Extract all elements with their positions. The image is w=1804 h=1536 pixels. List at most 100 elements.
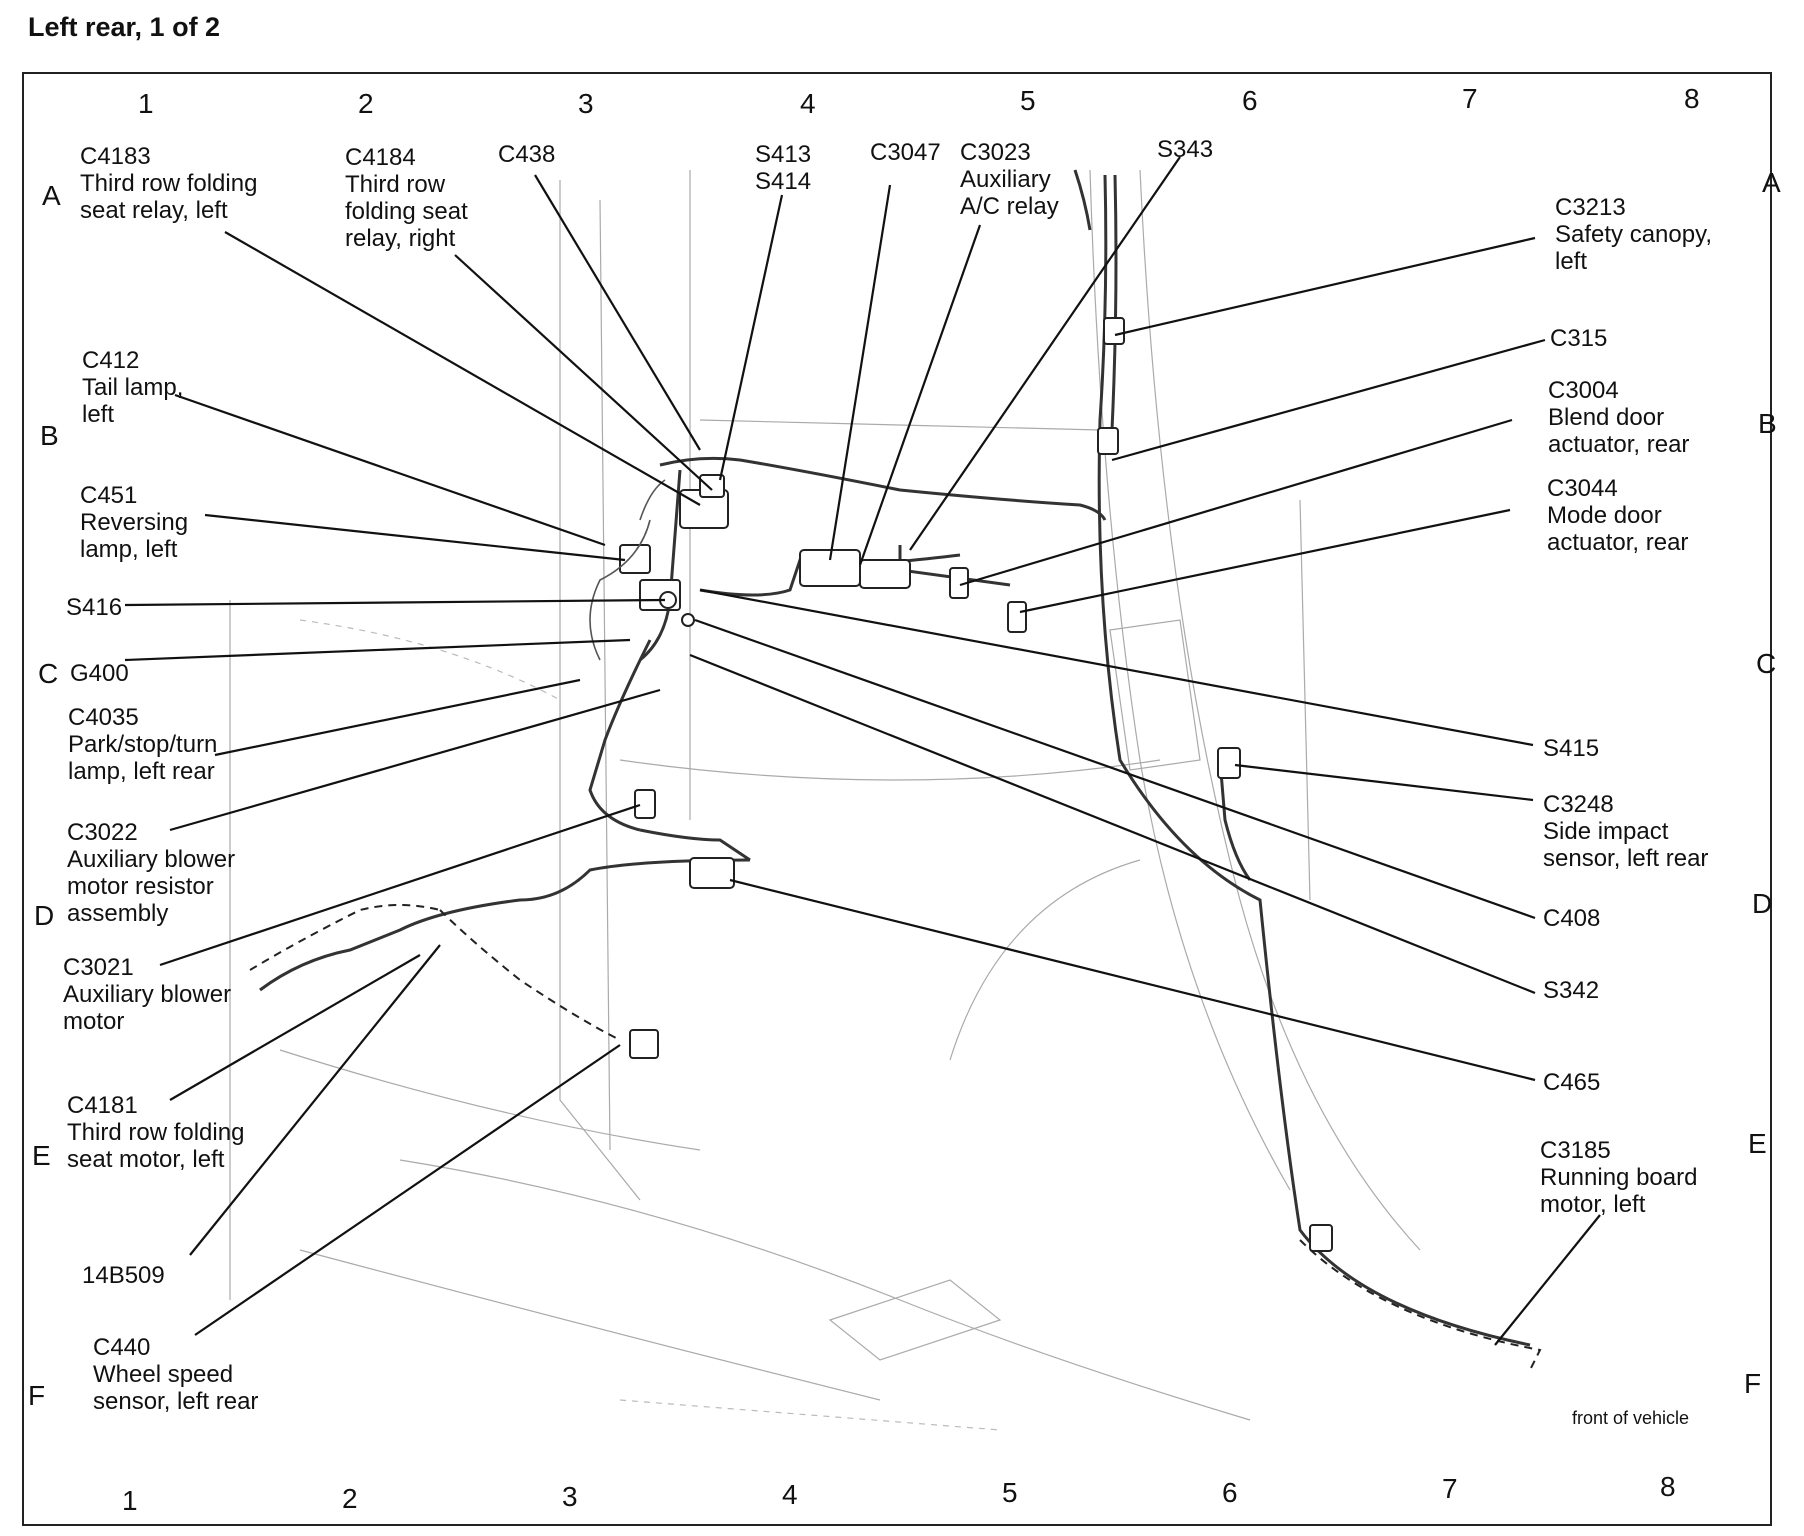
grid-col-top: 4	[800, 88, 816, 119]
label-c3248: C3248 Side impact sensor, left rear	[1543, 791, 1708, 872]
label-code: S416	[66, 594, 122, 621]
grid-row-left: B	[40, 420, 59, 451]
label-c408: C408	[1543, 905, 1600, 932]
label-code: C3022	[67, 819, 138, 846]
grid-row-left: C	[38, 658, 58, 689]
label-code: C412	[82, 347, 139, 374]
grid-col-bottom: 5	[1002, 1477, 1018, 1508]
label-code: C451	[80, 482, 137, 509]
label-c3185: C3185 Running board motor, left	[1540, 1137, 1704, 1218]
label-code: 14B509	[82, 1262, 165, 1289]
grid-col-bottom: 6	[1222, 1477, 1238, 1508]
component-labels: C4183 Third row folding seat relay, left…	[63, 136, 1712, 1415]
grid-row-left: D	[34, 900, 54, 931]
label-line: Tail lamp,	[82, 374, 183, 401]
grid-row-left: A	[42, 180, 61, 211]
label-line: Third row folding	[80, 170, 257, 197]
grid-row-right: F	[1744, 1368, 1761, 1399]
label-code: C3185	[1540, 1137, 1611, 1164]
label-line: S414	[755, 168, 811, 195]
label-line: Running board	[1540, 1164, 1697, 1191]
grid-col-top: 8	[1684, 83, 1700, 114]
label-c451: C451 Reversing lamp, left	[80, 482, 195, 563]
label-line: Auxiliary blower	[67, 846, 235, 873]
grid-col-top: 5	[1020, 85, 1036, 116]
grid-col-top: 3	[578, 88, 594, 119]
label-c440: C440 Wheel speed sensor, left rear	[93, 1334, 258, 1415]
label-code: C4181	[67, 1092, 138, 1119]
label-line: actuator, rear	[1547, 529, 1688, 556]
label-line: assembly	[67, 900, 168, 927]
label-code: C3004	[1548, 377, 1619, 404]
grid-columns-top: 1 2 3 4 5 6 7 8	[138, 83, 1700, 119]
label-c4035: C4035 Park/stop/turn lamp, left rear	[68, 704, 224, 785]
label-code: C465	[1543, 1069, 1600, 1096]
grid-col-top: 7	[1462, 83, 1478, 114]
label-line: Blend door	[1548, 404, 1664, 431]
label-code: S415	[1543, 735, 1599, 762]
vehicle-body-sketch	[229, 169, 1421, 1431]
label-line: Safety canopy,	[1555, 221, 1712, 248]
label-code: C3047	[870, 139, 941, 166]
label-line: Side impact	[1543, 818, 1669, 845]
grid-col-top: 6	[1242, 85, 1258, 116]
diagram-frame	[22, 72, 1772, 1526]
label-code: C4035	[68, 704, 139, 731]
grid-row-right: E	[1748, 1128, 1767, 1159]
grid-col-bottom: 3	[562, 1481, 578, 1512]
connectors	[589, 317, 1333, 1252]
label-line: motor resistor	[67, 873, 214, 900]
label-c3047: C3047	[870, 139, 941, 166]
label-14b509: 14B509	[82, 1262, 165, 1289]
label-c4184: C4184 Third row folding seat relay, righ…	[345, 144, 474, 252]
label-line: sensor, left rear	[93, 1388, 258, 1415]
label-code: C438	[498, 141, 555, 168]
label-code: C408	[1543, 905, 1600, 932]
label-code: C3021	[63, 954, 134, 981]
label-line: Mode door	[1547, 502, 1662, 529]
grid-row-right: B	[1758, 408, 1777, 439]
label-line: left	[1555, 248, 1587, 275]
label-code: C3023	[960, 139, 1031, 166]
grid-col-bottom: 7	[1442, 1473, 1458, 1504]
dashed-harness	[249, 904, 1542, 1371]
label-line: Reversing	[80, 509, 188, 536]
label-line: Auxiliary	[960, 166, 1051, 193]
label-c4183: C4183 Third row folding seat relay, left	[80, 143, 264, 224]
grid-col-bottom: 1	[122, 1485, 138, 1516]
label-c3004: C3004 Blend door actuator, rear	[1548, 377, 1689, 458]
front-of-vehicle-note: front of vehicle	[1572, 1408, 1689, 1428]
label-line: Auxiliary blower	[63, 981, 231, 1008]
label-code: C3213	[1555, 194, 1626, 221]
label-code: C4183	[80, 143, 151, 170]
label-code: S343	[1157, 136, 1213, 163]
label-s413-s414: S413 S414	[755, 141, 818, 195]
grid-rows-left: A B C D E F	[28, 180, 61, 1411]
label-c438: C438	[498, 141, 555, 168]
label-line: Wheel speed	[93, 1361, 233, 1388]
label-code: C440	[93, 1334, 150, 1361]
label-line: motor, left	[1540, 1191, 1646, 1218]
label-c3022: C3022 Auxiliary blower motor resistor as…	[67, 819, 242, 927]
grid-col-top: 1	[138, 88, 154, 119]
label-code: C315	[1550, 325, 1607, 352]
label-line: motor	[63, 1008, 124, 1035]
page-title: Left rear, 1 of 2	[28, 12, 221, 42]
grid-row-right: D	[1752, 888, 1772, 919]
label-c465: C465	[1543, 1069, 1600, 1096]
label-line: actuator, rear	[1548, 431, 1689, 458]
label-line: left	[82, 401, 114, 428]
label-c4181: C4181 Third row folding seat motor, left	[67, 1092, 251, 1173]
grid-col-bottom: 4	[782, 1479, 798, 1510]
grid-row-right: C	[1756, 648, 1776, 679]
label-code: S342	[1543, 977, 1599, 1004]
grid-row-right: A	[1762, 167, 1781, 198]
label-c3023: C3023 Auxiliary A/C relay	[960, 139, 1059, 220]
label-c412: C412 Tail lamp, left	[82, 347, 190, 428]
grid-row-left: F	[28, 1380, 45, 1411]
label-g400: G400	[70, 660, 129, 687]
label-code: C4184	[345, 144, 416, 171]
grid-rows-right: A B C D E F	[1744, 167, 1781, 1399]
leader-lines	[124, 156, 1601, 1346]
